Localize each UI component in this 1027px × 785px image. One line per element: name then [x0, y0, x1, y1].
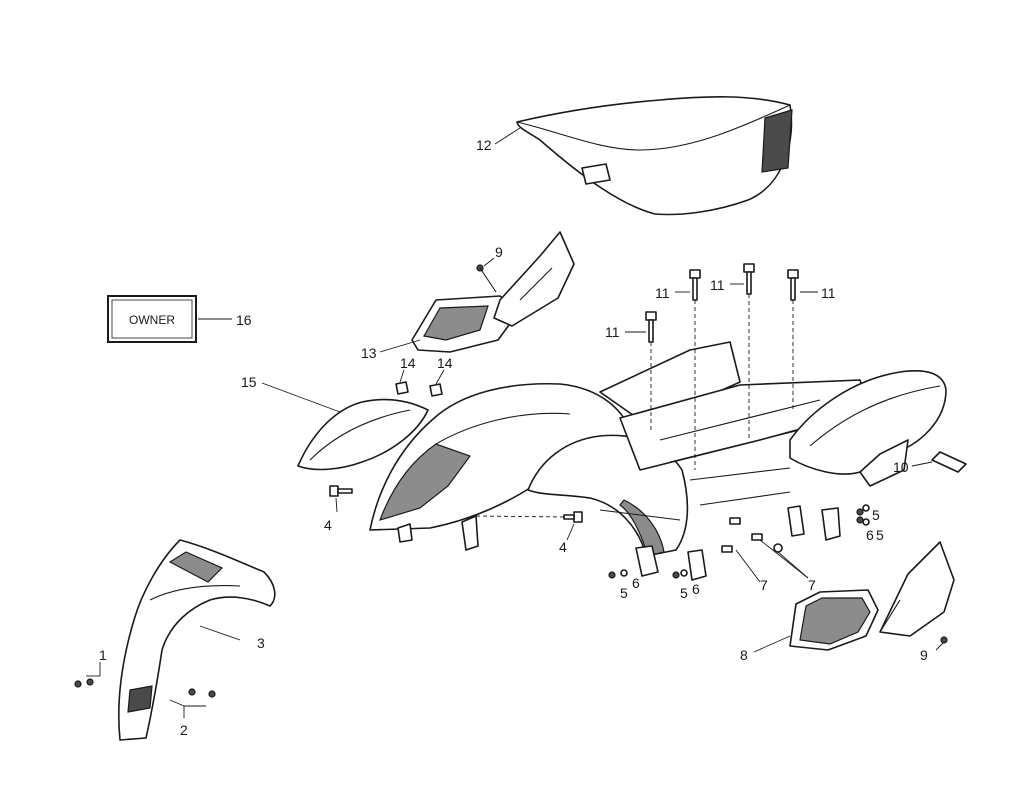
seat — [516, 96, 793, 216]
main-body — [369, 341, 947, 581]
callout-6b: 6 — [692, 581, 700, 597]
callout-9a: 9 — [495, 244, 503, 260]
callout-4a: 4 — [324, 517, 332, 533]
callout-9b: 9 — [920, 647, 928, 663]
callout-13: 13 — [361, 345, 377, 361]
callout-1: 1 — [99, 647, 107, 663]
callout-5d: 5 — [876, 527, 884, 543]
front-nose-panel — [118, 539, 276, 741]
callout-4b: 4 — [559, 539, 567, 555]
callout-11a: 11 — [655, 285, 670, 301]
right-footwell — [789, 589, 879, 651]
callout-14b: 14 — [437, 355, 453, 371]
callout-6a: 6 — [632, 575, 640, 591]
clip — [931, 451, 967, 473]
callout-15: 15 — [241, 374, 257, 390]
callout-16: 16 — [236, 312, 252, 328]
callout-7b: 7 — [808, 577, 816, 593]
fasteners — [74, 264, 948, 698]
callout-11b: 11 — [710, 277, 725, 293]
callout-7a: 7 — [760, 577, 768, 593]
bolts-11 — [645, 263, 799, 470]
right-side-panel — [879, 541, 955, 637]
owner-label: OWNER — [107, 295, 197, 343]
callout-12: 12 — [476, 137, 492, 153]
owner-label-text: OWNER — [129, 313, 175, 327]
callout-3: 3 — [257, 635, 265, 651]
callout-11c: 11 — [821, 285, 836, 301]
callout-11d: 11 — [605, 324, 620, 340]
callout-6c: 6 — [866, 527, 874, 543]
storage-cover — [411, 231, 575, 353]
callout-8: 8 — [740, 647, 748, 663]
callout-5c: 5 — [872, 507, 880, 523]
callout-5a: 5 — [620, 585, 628, 601]
leader-lines — [86, 127, 945, 718]
callout-10: 10 — [893, 459, 909, 475]
front-fender-left — [297, 398, 429, 471]
callouts: 1 2 3 4 4 5 6 5 6 7 7 5 6 5 8 9 9 10 11 … — [99, 137, 928, 738]
callout-5b: 5 — [680, 585, 688, 601]
callout-14a: 14 — [400, 355, 416, 371]
callout-2: 2 — [180, 722, 188, 738]
